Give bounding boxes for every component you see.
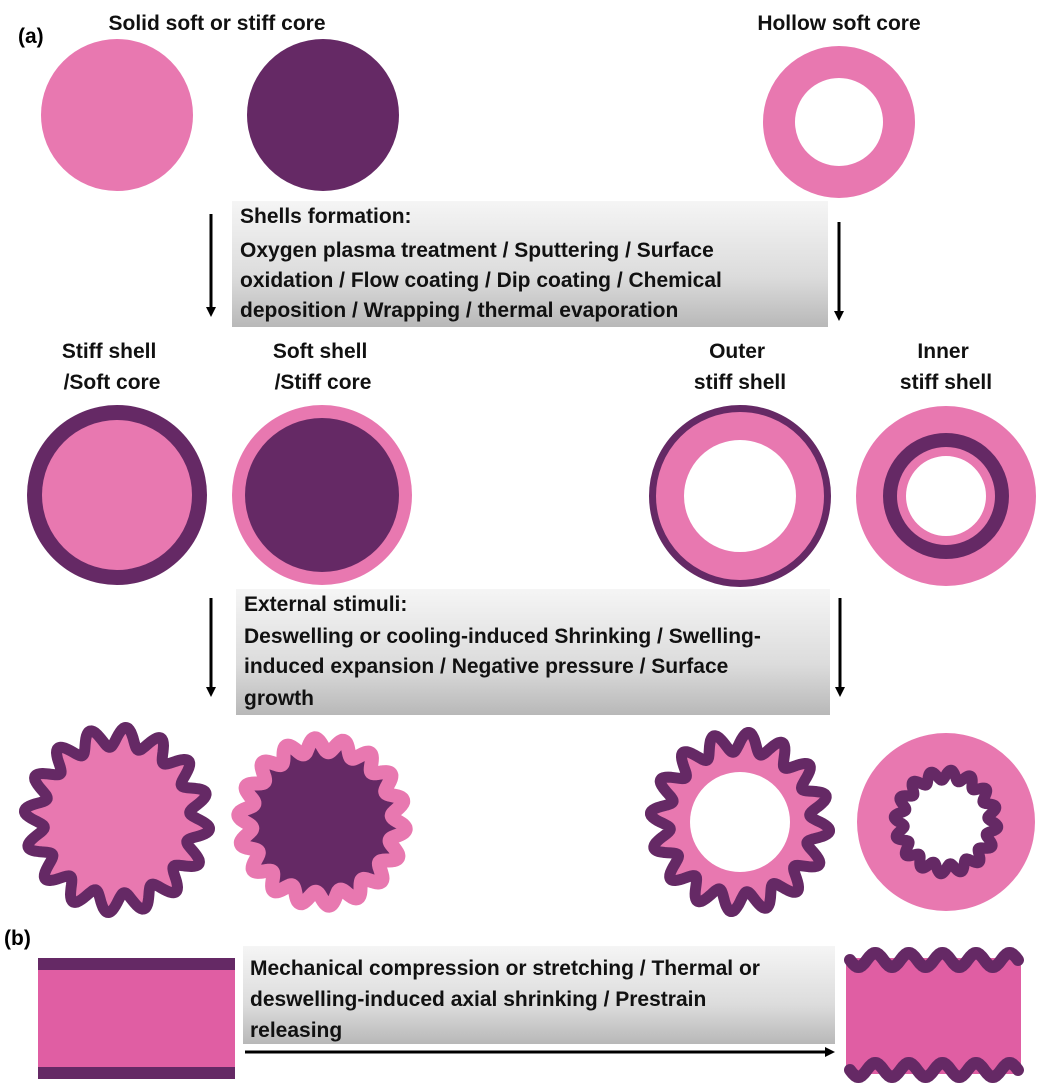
outer-stiff-shell-label: Outer stiff shell <box>694 340 786 394</box>
hollow-core-label: Hollow soft core <box>757 12 920 35</box>
shells-formation-text: Shells formation: Oxygen plasma treatmen… <box>240 205 728 322</box>
shells-formation-line: deposition / Wrapping / thermal evaporat… <box>240 299 678 322</box>
external-stimuli-box <box>236 589 830 715</box>
inner-stiff-shell-ring <box>856 406 1036 586</box>
wrinkled-soft-shell-stiff-core <box>231 731 413 913</box>
flat-bilayer-sheet <box>38 958 235 1079</box>
external-stimuli-line: induced expansion / Negative pressure / … <box>244 655 728 678</box>
solid-soft-core <box>41 39 193 191</box>
external-stimuli-line: growth <box>244 687 314 710</box>
wrinkled-bilayer-sheet <box>844 946 1024 1084</box>
shells-formation-box <box>232 201 828 327</box>
wrinkled-inner-stiff-shell <box>857 733 1035 911</box>
mechanical-text: Mechanical compression or stretching / T… <box>250 957 766 1042</box>
external-stimuli-line: Deswelling or cooling-induced Shrinking … <box>244 625 761 648</box>
mechanical-line: deswelling-induced axial shrinking / Pre… <box>250 988 706 1011</box>
hollow-soft-core <box>763 46 915 198</box>
inner-stiff-shell-label: Inner stiff shell <box>900 340 992 394</box>
panel-a-label: (a) <box>18 25 44 48</box>
soft-shell-stiff-core-label: Soft shell /Stiff core <box>273 340 373 394</box>
solid-stiff-core <box>247 39 399 191</box>
soft-shell-stiff-core <box>232 405 412 585</box>
panel-b-label: (b) <box>4 927 31 950</box>
mechanical-box <box>243 946 835 1044</box>
mechanical-line: releasing <box>250 1019 342 1042</box>
shells-formation-line: Oxygen plasma treatment / Sputtering / S… <box>240 239 714 262</box>
stiff-shell-soft-core-label: Stiff shell /Soft core <box>62 340 162 394</box>
wrinkled-stiff-shell-soft-core <box>19 722 215 918</box>
solid-core-label: Solid soft or stiff core <box>108 12 325 35</box>
mechanical-line: Mechanical compression or stretching / T… <box>250 957 760 980</box>
shells-formation-line: oxidation / Flow coating / Dip coating /… <box>240 269 722 292</box>
external-stimuli-text: External stimuli: Deswelling or cooling-… <box>244 593 767 710</box>
wrinkled-outer-stiff-shell <box>645 727 835 917</box>
outer-stiff-shell-ring <box>649 405 831 587</box>
external-stimuli-line: External stimuli: <box>244 593 407 616</box>
shells-formation-line: Shells formation: <box>240 205 412 228</box>
stiff-shell-soft-core <box>27 405 207 585</box>
